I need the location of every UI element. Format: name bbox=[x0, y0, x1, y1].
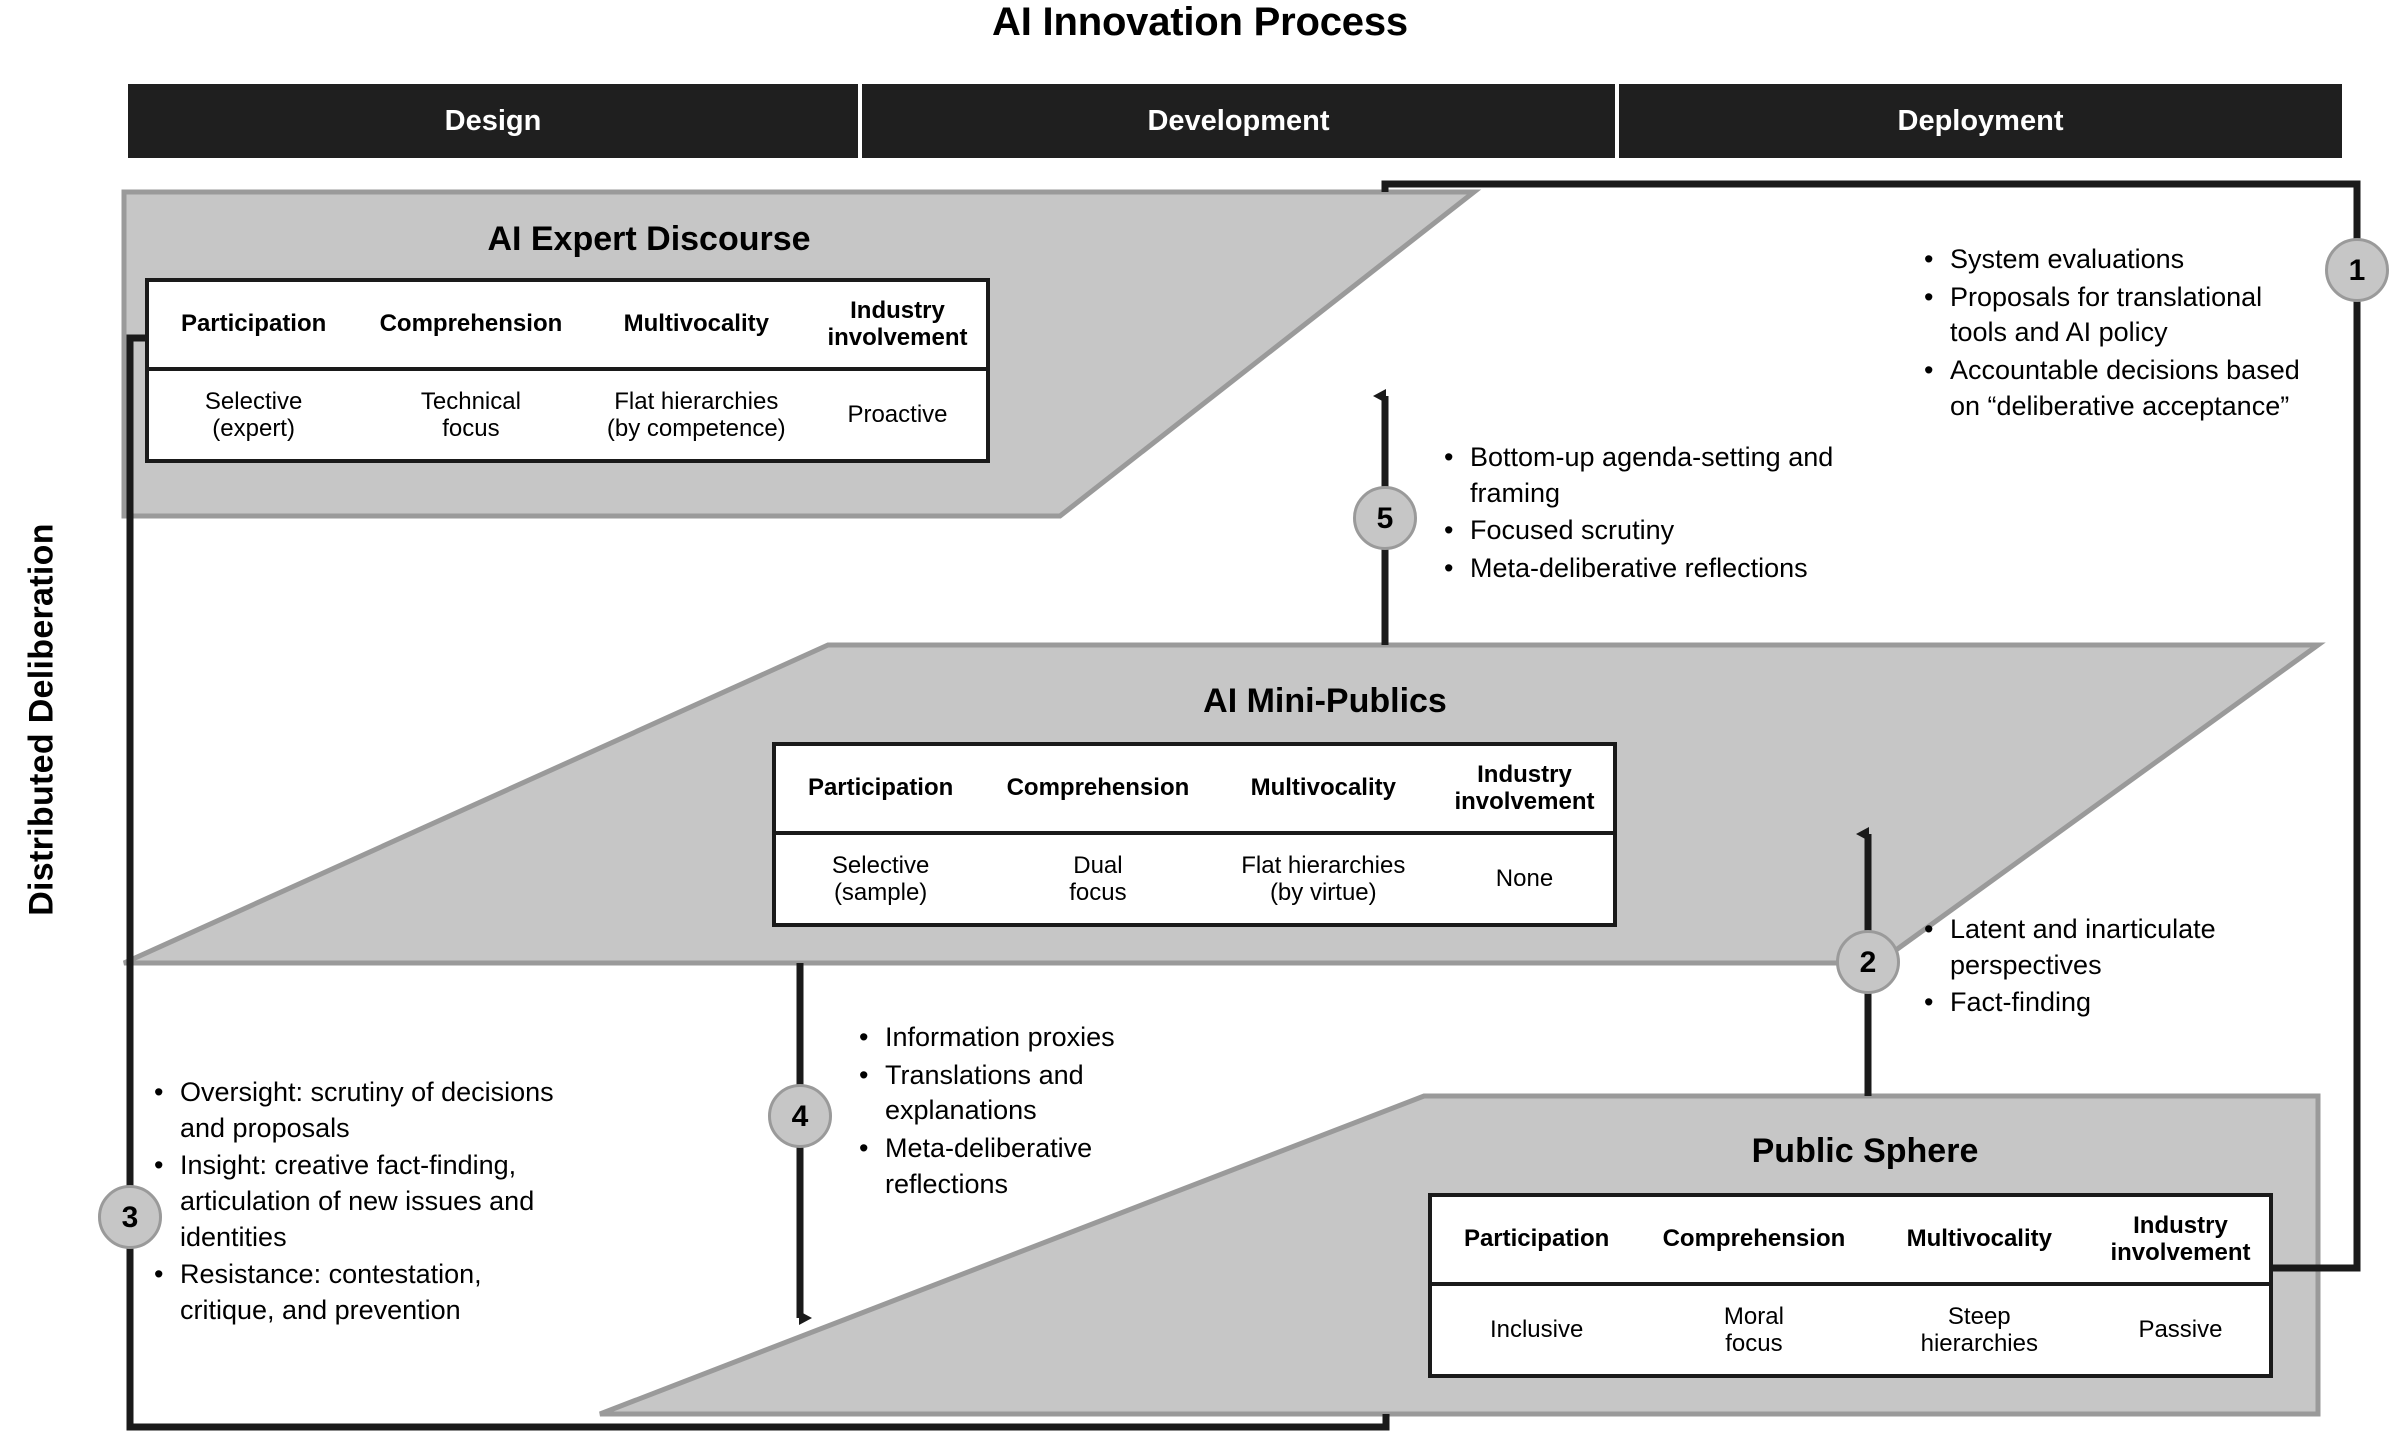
cell-participation: Inclusive bbox=[1489, 1316, 1584, 1344]
col-header-comprehension: Comprehension bbox=[1641, 1197, 1867, 1287]
flow-marker-5: 5 bbox=[1353, 486, 1417, 550]
list-item: Insight: creative fact-finding, articula… bbox=[154, 1148, 560, 1255]
table-row: Selective (sample) Dual focus Flat hiera… bbox=[776, 833, 1613, 923]
phase-bar-development bbox=[862, 84, 1615, 158]
col-header-participation: Participation bbox=[1432, 1197, 1642, 1287]
cell-comprehension: Moral focus bbox=[1723, 1302, 1784, 1358]
phase-label-development: Development bbox=[1147, 105, 1330, 137]
flow-bullets-2: Latent and inarticulate perspectives Fac… bbox=[1920, 912, 2320, 1023]
cell-multivocality: Flat hierarchies (by virtue) bbox=[1241, 851, 1406, 907]
list-item: Translations and explanations bbox=[859, 1058, 1185, 1129]
cell-multivocality: Steep hierarchies bbox=[1920, 1302, 2038, 1358]
cell-comprehension: Technical focus bbox=[420, 387, 521, 443]
list-item: Resistance: contestation, critique, and … bbox=[154, 1257, 560, 1328]
col-header-multivocality: Multivocality bbox=[583, 282, 809, 372]
list-item: Latent and inarticulate perspectives bbox=[1924, 912, 2320, 983]
phase-label-design: Design bbox=[444, 105, 542, 137]
list-item: Bottom-up agenda-setting and framing bbox=[1444, 440, 1860, 511]
list-item: Accountable decisions based on “delibera… bbox=[1924, 353, 2320, 424]
flow-marker-4: 4 bbox=[768, 1084, 832, 1148]
col-header-multivocality: Multivocality bbox=[1866, 1197, 2092, 1287]
cell-comprehension: Dual focus bbox=[1069, 851, 1127, 907]
list-item: Focused scrutiny bbox=[1444, 513, 1860, 549]
list-item: Meta-deliberative reflections bbox=[859, 1131, 1185, 1202]
list-item: Proposals for translational tools and AI… bbox=[1924, 280, 2320, 351]
flow-bullets-4: Information proxies Translations and exp… bbox=[855, 1020, 1185, 1204]
attr-table-ai-expert-discourse: Participation Comprehension Multivocalit… bbox=[145, 278, 990, 463]
axis-label-distributed-deliberation: Distributed Deliberation bbox=[22, 523, 61, 916]
col-header-participation: Participation bbox=[149, 282, 359, 372]
cell-industry-involvement: None bbox=[1495, 865, 1554, 893]
cell-industry-involvement: Proactive bbox=[847, 401, 948, 429]
list-item: Meta-deliberative reflections bbox=[1444, 551, 1860, 587]
list-item: Fact-finding bbox=[1924, 985, 2320, 1021]
list-item: Oversight: scrutiny of decisions and pro… bbox=[154, 1075, 560, 1146]
phase-label-deployment: Deployment bbox=[1897, 105, 2064, 137]
col-header-participation: Participation bbox=[776, 746, 986, 836]
flow-bullets-5: Bottom-up agenda-setting and framing Foc… bbox=[1440, 440, 1860, 589]
arena-title-ai-expert-discourse: AI Expert Discourse bbox=[487, 220, 811, 258]
page-title: AI Innovation Process bbox=[992, 0, 1408, 44]
list-item: System evaluations bbox=[1924, 242, 2320, 278]
flow-bullets-3: Oversight: scrutiny of decisions and pro… bbox=[150, 1075, 560, 1330]
arena-title-public-sphere: Public Sphere bbox=[1751, 1132, 1979, 1170]
phase-bar-deployment bbox=[1619, 84, 2342, 158]
flow-marker-1: 1 bbox=[2325, 238, 2389, 302]
attr-table-ai-mini-publics: Participation Comprehension Multivocalit… bbox=[772, 742, 1617, 927]
col-header-comprehension: Comprehension bbox=[985, 746, 1211, 836]
col-header-comprehension: Comprehension bbox=[358, 282, 584, 372]
table-row: Selective (expert) Technical focus Flat … bbox=[149, 369, 986, 459]
cell-multivocality: Flat hierarchies (by competence) bbox=[606, 387, 786, 443]
cell-participation: Selective (sample) bbox=[831, 851, 930, 907]
cell-industry-involvement: Passive bbox=[2138, 1316, 2223, 1344]
list-item: Information proxies bbox=[859, 1020, 1185, 1056]
cell-participation: Selective (expert) bbox=[204, 387, 303, 443]
col-header-multivocality: Multivocality bbox=[1210, 746, 1436, 836]
flow-marker-2: 2 bbox=[1836, 930, 1900, 994]
table-row: Inclusive Moral focus Steep hierarchies … bbox=[1432, 1284, 2269, 1374]
flow-line-1 bbox=[1381, 180, 2361, 1280]
phase-bar-design bbox=[128, 84, 858, 158]
arena-title-ai-mini-publics: AI Mini-Publics bbox=[1203, 682, 1447, 720]
attr-table-public-sphere: Participation Comprehension Multivocalit… bbox=[1428, 1193, 2273, 1378]
flow-bullets-1: System evaluations Proposals for transla… bbox=[1920, 242, 2320, 426]
flow-marker-3: 3 bbox=[98, 1185, 162, 1249]
